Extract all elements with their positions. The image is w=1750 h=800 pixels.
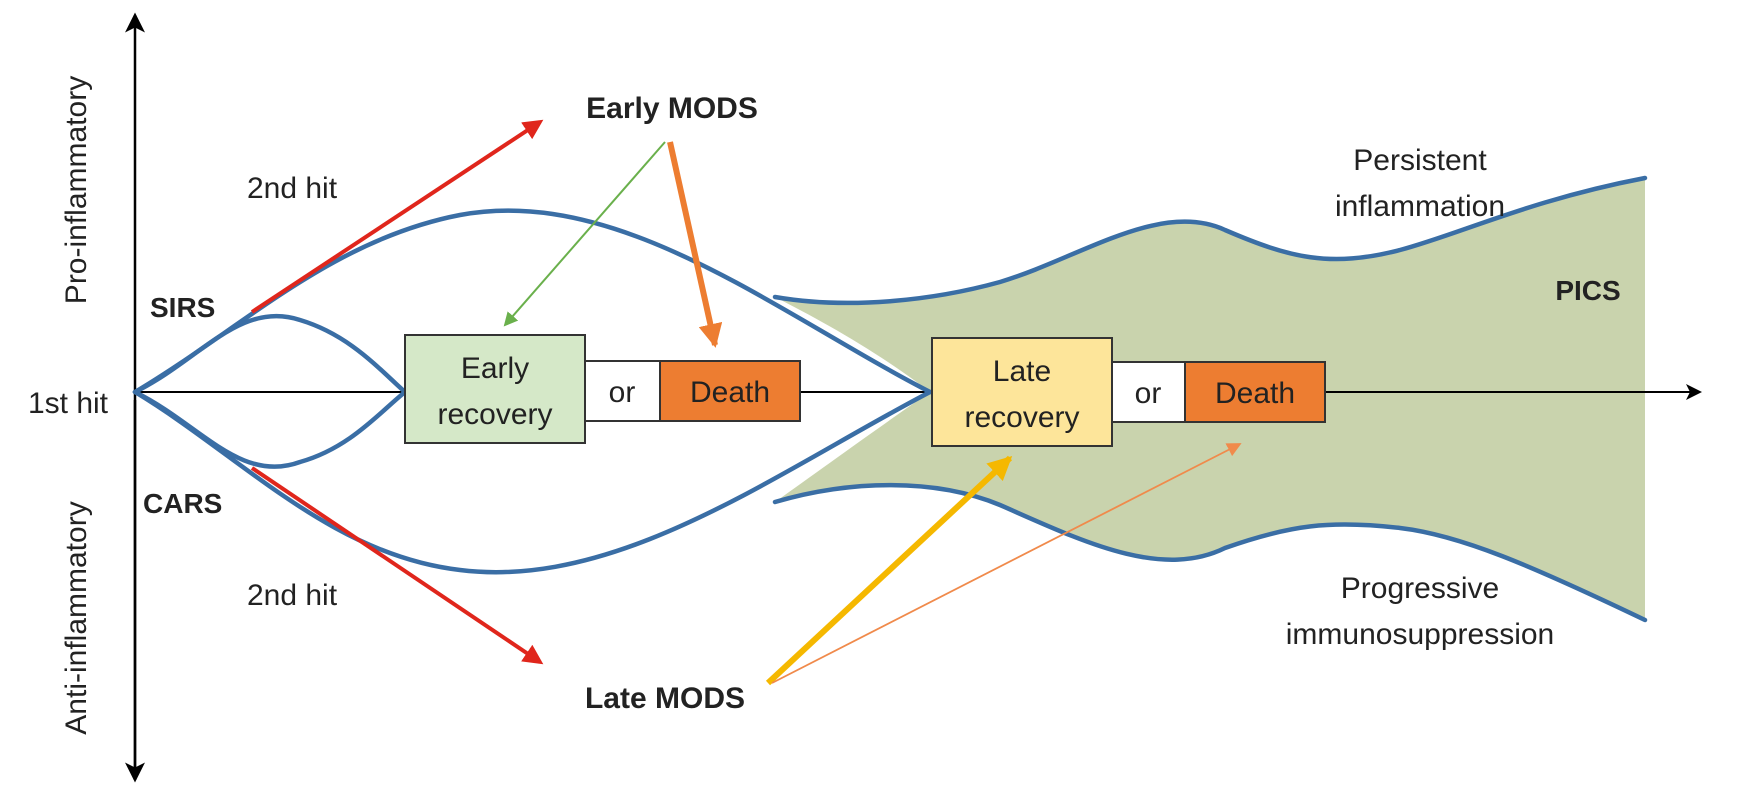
early-outcome-group: Early recovery or Death — [404, 334, 801, 444]
early-recovery-label-line2: recovery — [437, 398, 552, 431]
early-mods-to-recovery-arrow — [503, 141, 666, 327]
second-hit-bottom-label: 2nd hit — [247, 579, 338, 612]
trajectory-curves — [132, 175, 1648, 623]
progressive-immunosuppression-label-line1: Progressive — [1341, 572, 1499, 605]
late-or-label: or — [1135, 377, 1162, 410]
late-death-box — [1184, 361, 1326, 423]
early-recovery-box — [404, 334, 586, 444]
persistent-inflammation-label-line1: Persistent — [1353, 144, 1487, 177]
upper-inner-curve — [132, 313, 408, 395]
lower-inner-curve — [132, 389, 408, 469]
persistent-inflammation-curve — [772, 175, 1648, 306]
second-hit-upper-arrow — [250, 119, 544, 314]
late-recovery-label-line2: recovery — [964, 401, 1079, 434]
progressive-immunosuppression-curve — [772, 482, 1648, 623]
sirs-label: SIRS — [150, 292, 215, 323]
early-or-label: or — [609, 376, 636, 409]
late-mods-to-death-arrow — [771, 443, 1242, 684]
upper-outer-curve — [132, 208, 933, 395]
first-hit-label: 1st hit — [28, 387, 109, 420]
progressive-immunosuppression-label-line2: immunosuppression — [1286, 618, 1554, 651]
late-recovery-label-line1: Late — [993, 355, 1051, 388]
anti-inflammatory-label: Anti-inflammatory — [60, 501, 93, 734]
late-death-label: Death — [1215, 377, 1295, 410]
late-outcome-group: Late recovery or Death — [931, 337, 1326, 447]
early-mods-label: Early MODS — [586, 92, 758, 125]
late-or-box — [1111, 361, 1186, 423]
early-death-label: Death — [690, 376, 770, 409]
pro-inflammatory-label: Pro-inflammatory — [60, 76, 93, 304]
early-recovery-label-line1: Early — [461, 352, 529, 385]
early-death-box — [659, 360, 801, 422]
second-hit-lower-arrow — [250, 466, 544, 665]
early-mods-to-death-arrow — [667, 141, 723, 348]
lower-outer-curve — [132, 389, 933, 575]
cars-label: CARS — [143, 488, 222, 519]
pics-label: PICS — [1555, 275, 1620, 306]
second-hit-top-label: 2nd hit — [247, 172, 338, 205]
late-mods-to-recovery-arrow — [765, 455, 1013, 686]
late-mods-label: Late MODS — [585, 682, 745, 715]
persistent-inflammation-label-line2: inflammation — [1335, 190, 1505, 223]
